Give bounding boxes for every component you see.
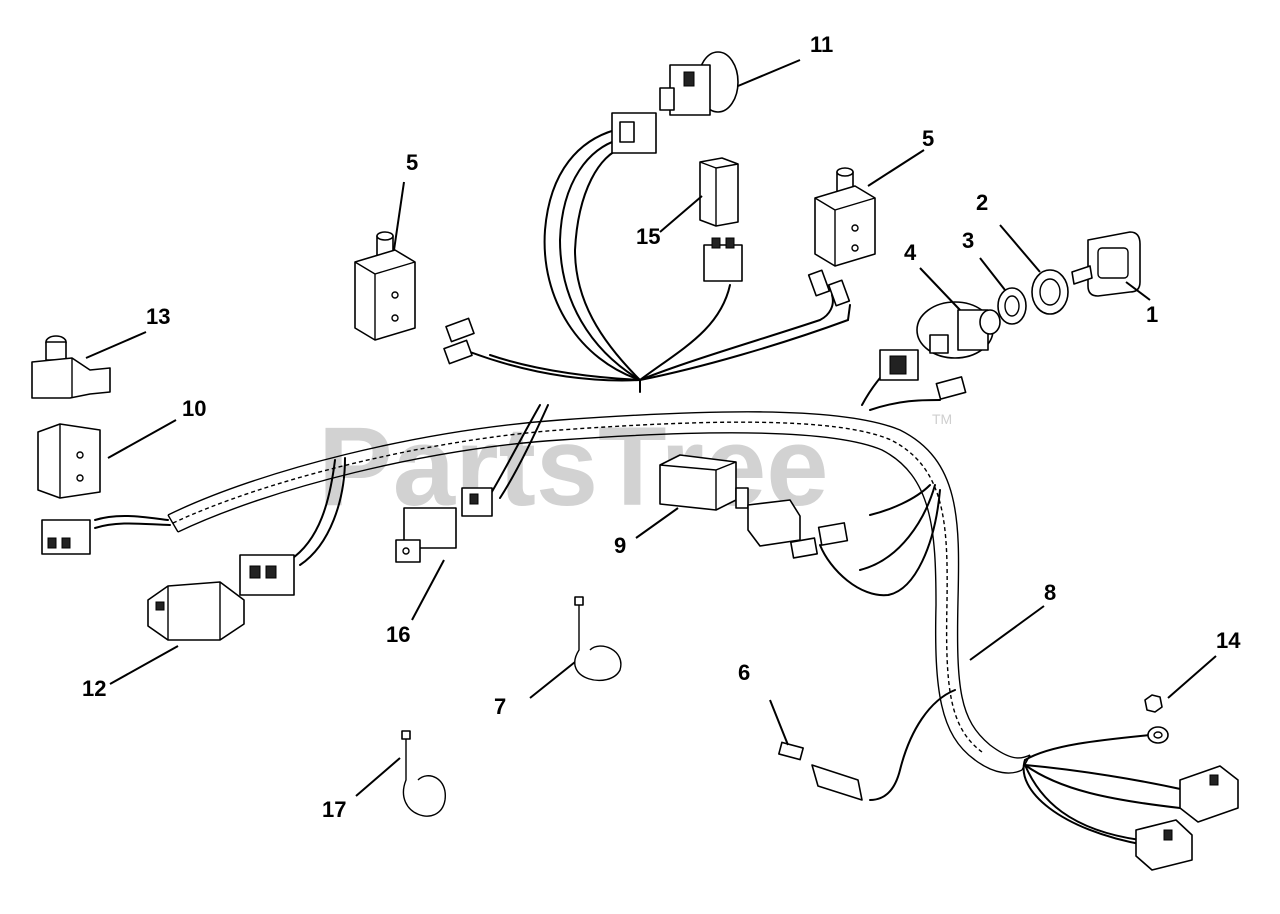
module-connector[interactable]	[239, 554, 295, 596]
callout-5-right: 5	[922, 126, 934, 151]
harness-end-connector-right-upper[interactable]	[1179, 765, 1239, 823]
callout-2: 2	[976, 190, 988, 215]
callout-6: 6	[738, 660, 750, 685]
harness-end-connector-right-lower[interactable]	[1135, 819, 1193, 871]
callout-7: 7	[494, 694, 506, 719]
callout-10: 10	[182, 396, 206, 421]
part-1-key[interactable]	[1071, 231, 1141, 297]
callout-15: 15	[636, 224, 660, 249]
callout-4: 4	[904, 240, 917, 265]
callout-8: 8	[1044, 580, 1056, 605]
upper-wire-bundle	[94, 129, 1186, 846]
part-9-module[interactable]	[659, 454, 749, 511]
part-3-nut[interactable]	[997, 287, 1027, 325]
spade-terminals-right	[807, 269, 851, 307]
part-4-ignition-switch[interactable]	[879, 301, 1001, 400]
callout-16: 16	[386, 622, 410, 647]
part-6-connector[interactable]	[811, 764, 863, 801]
watermark-trademark: TM	[932, 411, 952, 427]
part-5-left-plunger-switch[interactable]	[354, 231, 416, 341]
part-14-nut[interactable]	[1144, 694, 1163, 713]
callout-12: 12	[82, 676, 106, 701]
callout-11: 11	[810, 32, 833, 57]
ring-terminal	[1147, 726, 1169, 744]
part-13-switch[interactable]	[31, 335, 111, 399]
part-5-right-plunger-switch[interactable]	[814, 167, 876, 267]
part-15-fuse[interactable]	[699, 157, 739, 227]
callout-numbers: 1 2 3 4 5 5 6 7 8 9 10 11 12 13 14 15 16…	[82, 32, 1241, 822]
callout-1: 1	[1146, 302, 1158, 327]
fuse-block-connector[interactable]	[703, 237, 743, 282]
part-17-cable-tie[interactable]	[401, 730, 446, 817]
callout-9: 9	[614, 533, 626, 558]
callout-13: 13	[146, 304, 170, 329]
part-6-terminal[interactable]	[778, 741, 804, 761]
part-10-bracket-switch[interactable]	[37, 423, 101, 499]
part-2-bezel[interactable]	[1031, 269, 1069, 315]
spade-terminals-left	[443, 317, 475, 365]
callout-5-left: 5	[406, 150, 418, 175]
callout-14: 14	[1216, 628, 1241, 653]
leader-lines	[85, 59, 1217, 797]
part-9-connector[interactable]	[747, 499, 849, 559]
part-16-relay[interactable]	[395, 507, 457, 563]
callout-17: 17	[322, 797, 346, 822]
part-11-switch-connector[interactable]	[611, 51, 739, 154]
part-12-module[interactable]	[147, 581, 245, 641]
harness-end-connector-left[interactable]	[41, 519, 91, 555]
callout-3: 3	[962, 228, 974, 253]
relay-connector[interactable]	[461, 487, 493, 517]
part-7-cable-tie[interactable]	[574, 596, 622, 682]
